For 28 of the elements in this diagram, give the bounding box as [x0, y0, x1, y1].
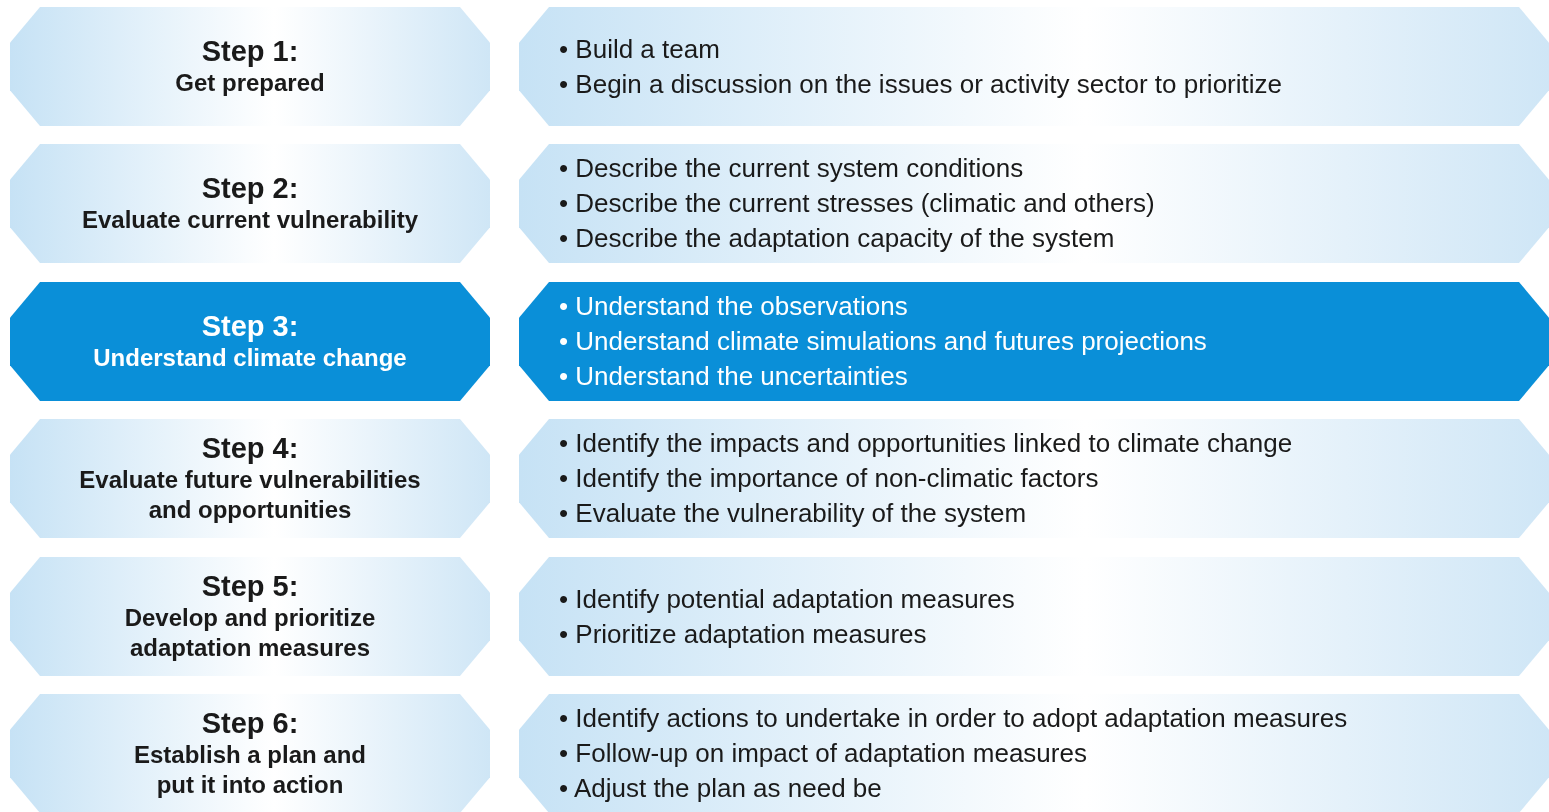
step-number: Step 2:	[201, 172, 299, 205]
bullet-item: • Follow-up on impact of adaptation measures	[559, 737, 1087, 770]
bullet-item: • Describe the current stresses (climatic and others)	[559, 187, 1155, 220]
step-title: Develop and prioritize adaptation measures	[123, 603, 377, 663]
bullet-item: • Understand the uncertainties	[559, 360, 908, 393]
bullet-item: • Identify potential adaptation measures	[559, 582, 1015, 616]
step-number: Step 5:	[201, 570, 299, 603]
bullet-item: • Adjust the plan as need be	[559, 772, 882, 805]
bullet-item: • Evaluate the vulnerability of the system	[559, 497, 1027, 530]
bullet-item: • Build a team	[559, 32, 720, 66]
bullet-item: • Identify the impacts and opportunities linked to climate change	[559, 427, 1293, 460]
bullet-item: • Identify actions to undertake in order to adopt adaptation measures	[559, 702, 1348, 735]
bullet-item: • Describe the adaptation capacity of the system	[559, 222, 1115, 255]
bullet-item: • Understand climate simulations and futures projections	[559, 325, 1207, 358]
bullet-item: • Identify the importance of non-climatic factors	[559, 462, 1099, 495]
step-title: Evaluate future vulnerabilities and opportunities	[78, 465, 422, 525]
step-title: Evaluate current vulnerability	[81, 205, 419, 235]
step-title: Establish a plan and put it into action	[132, 740, 368, 800]
bullet-item: • Begin a discussion on the issues or activity sector to prioritize	[559, 67, 1282, 101]
bullet-item: • Describe the current system conditions	[559, 152, 1024, 185]
step-number: Step 3:	[201, 310, 299, 343]
step-number: Step 6:	[201, 707, 299, 740]
step-title: Get prepared	[175, 68, 325, 98]
bullet-item: • Understand the observations	[559, 290, 908, 323]
bullet-item: • Prioritize adaptation measures	[559, 617, 927, 651]
step-number: Step 4:	[201, 432, 299, 465]
step-title: Understand climate change	[93, 343, 407, 373]
step-number: Step 1:	[201, 35, 299, 68]
